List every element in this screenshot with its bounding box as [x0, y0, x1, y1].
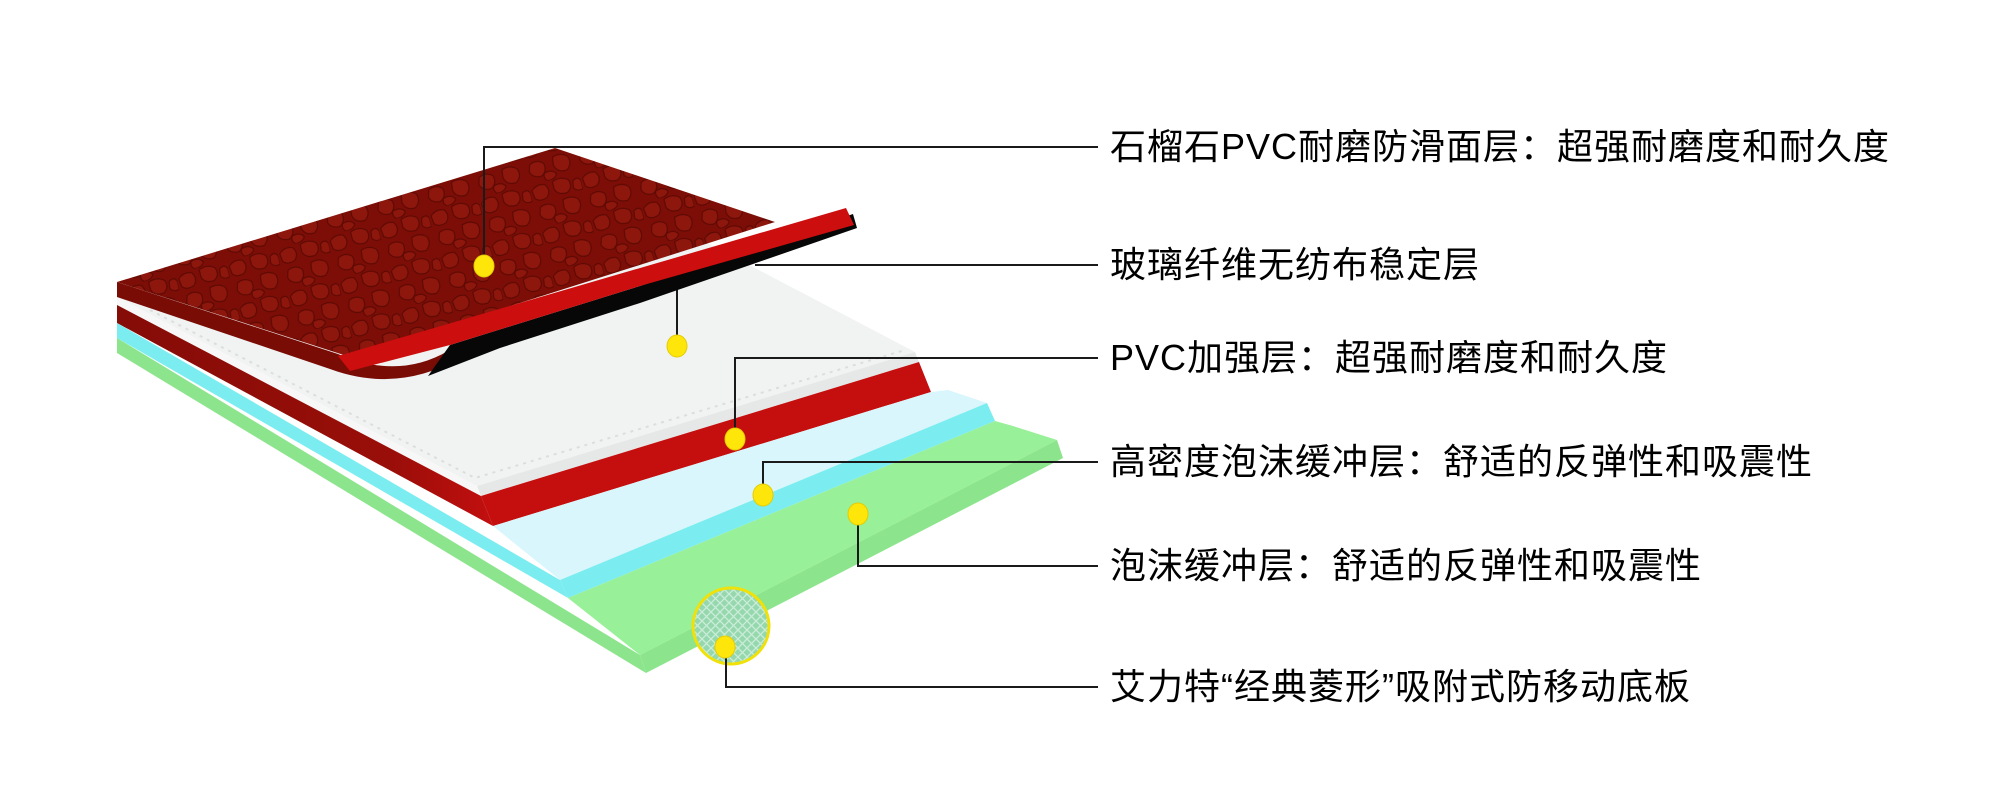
- label-glass-fiber: 玻璃纤维无纺布稳定层: [1110, 244, 1481, 285]
- callout-dots: [473, 254, 869, 659]
- leader-line-hd-foam: [762, 461, 1098, 486]
- leader-line-pvc-reinforced: [734, 357, 1098, 430]
- hd-foam-left-edge: [117, 323, 568, 598]
- pvc-reinforced-left-edge: [117, 305, 493, 526]
- wear-surface-peel-edge: [338, 208, 854, 371]
- layer-wear-surface: [117, 148, 857, 380]
- label-foam: 泡沫缓冲层：舒适的反弹性和吸震性: [1110, 545, 1703, 586]
- glass-fiber-front-edge: [477, 352, 919, 496]
- callout-dot-pvc-reinforced: [724, 427, 746, 451]
- leader-line-foam: [857, 522, 1098, 567]
- layer-hd-foam: [117, 323, 995, 598]
- base-board-detail-circle: [691, 586, 771, 666]
- hd-foam-top: [493, 390, 987, 580]
- wear-surface-texture: [117, 148, 775, 357]
- wear-surface-front-curl: [117, 282, 462, 380]
- label-wear-surface: 石榴石PVC耐磨防滑面层：超强耐磨度和耐久度: [1110, 126, 1891, 167]
- hd-foam-front-edge: [560, 403, 995, 598]
- label-base-board: 艾力特“经典菱形”吸附式防移动底板: [1110, 666, 1691, 707]
- leader-line-base-board: [725, 655, 1098, 688]
- leader-lines: [483, 146, 1098, 688]
- label-pvc-reinforced: PVC加强层：超强耐磨度和耐久度: [1110, 337, 1669, 378]
- callout-dot-foam: [847, 502, 869, 526]
- pvc-reinforced-front-edge: [481, 362, 931, 526]
- foam-top: [568, 421, 1057, 655]
- callout-dot-wear-surface: [473, 254, 495, 278]
- callout-dot-hd-foam: [752, 483, 774, 507]
- white-slab-inset-line: [149, 309, 906, 480]
- callout-dot-base-board: [714, 635, 736, 659]
- foam-left-edge: [117, 338, 646, 673]
- glass-fiber-left-edge: [117, 297, 481, 496]
- layer-pvc-reinforced: [117, 305, 931, 526]
- callout-dot-glass-fiber: [666, 334, 688, 358]
- label-hd-foam: 高密度泡沫缓冲层：舒适的反弹性和吸震性: [1110, 441, 1814, 482]
- leader-line-wear-surface: [483, 146, 1098, 258]
